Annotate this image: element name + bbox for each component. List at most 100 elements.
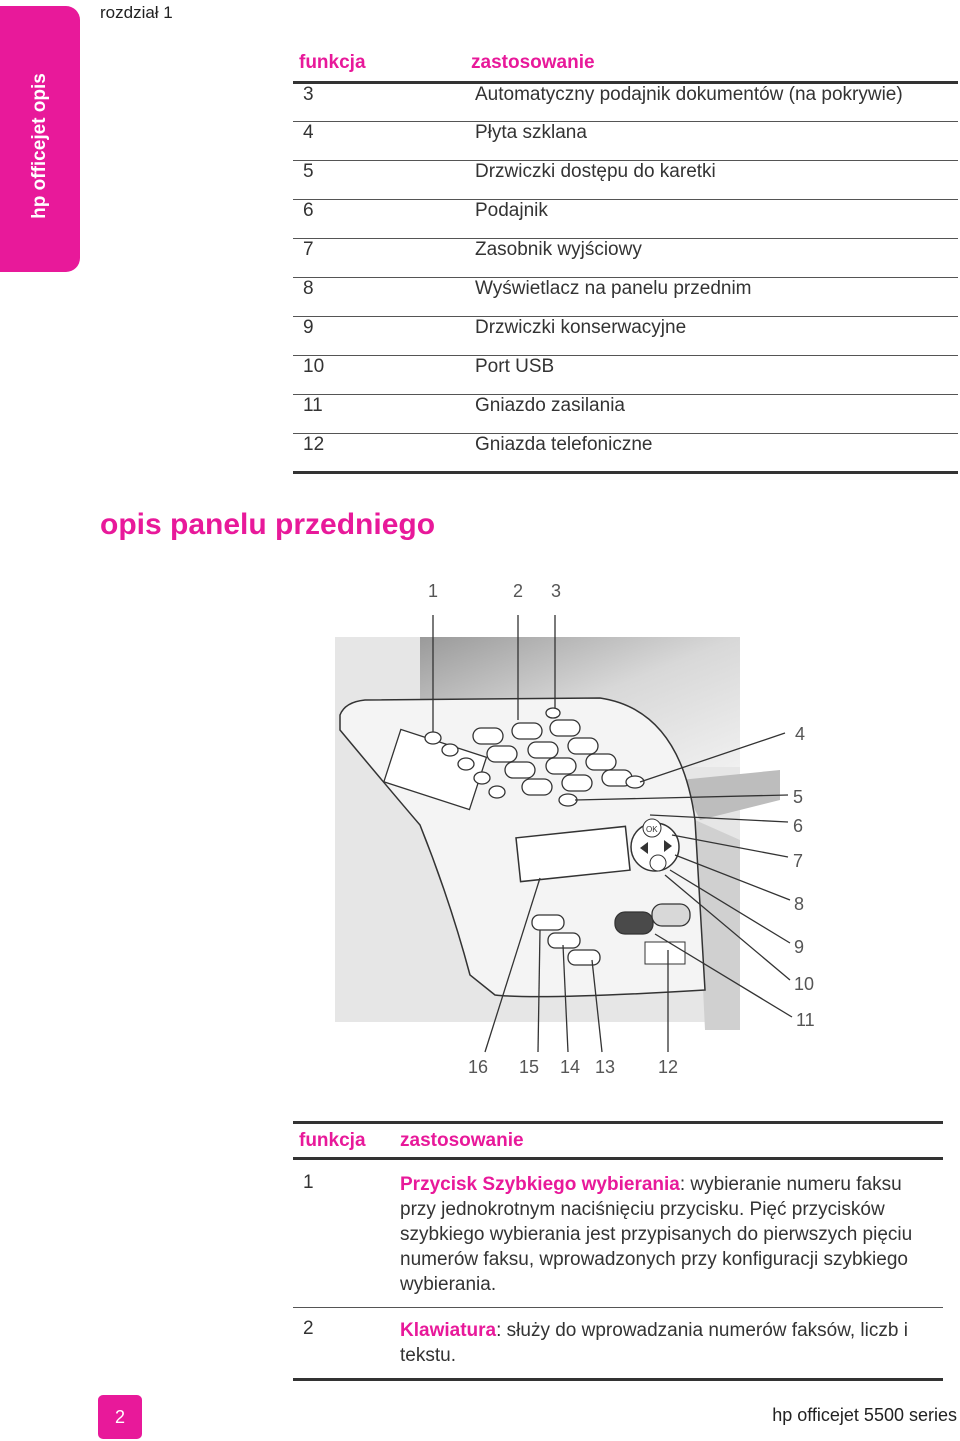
copy-button[interactable]: [567, 949, 601, 966]
keypad-key[interactable]: [545, 757, 577, 775]
callout-6: 6: [793, 816, 803, 836]
leader-line-10: [664, 874, 791, 981]
keypad-key[interactable]: [504, 761, 536, 779]
row-number: 10: [303, 355, 325, 377]
menu-button[interactable]: [558, 793, 578, 807]
callout-16: 16: [468, 1057, 488, 1077]
row-number: 12: [303, 433, 325, 455]
table-header-row: funkcja zastosowanie: [293, 1122, 943, 1159]
table-row: 10 Port USB: [293, 355, 958, 394]
section-title: opis panelu przedniego: [100, 508, 436, 541]
page-number: 2: [98, 1395, 142, 1439]
row-description: Port USB: [475, 355, 555, 377]
speed-dial-button[interactable]: [424, 731, 442, 745]
callout-11: 11: [796, 1010, 815, 1030]
row-description: Automatyczny podajnik dokumentów (na pok…: [475, 83, 903, 105]
row-number: 3: [303, 83, 314, 105]
callout-12: 12: [658, 1057, 678, 1077]
row-description: Gniazdo zasilania: [475, 394, 625, 416]
ok-button[interactable]: [642, 818, 662, 838]
keypad-key[interactable]: [472, 727, 504, 745]
keypad-key[interactable]: [567, 737, 599, 755]
table-row: 12 Gniazda telefoniczne: [293, 433, 958, 472]
row-term: Klawiatura: [400, 1320, 497, 1341]
header-zastosowanie: zastosowanie: [471, 52, 595, 74]
front-panel-diagram: OK 1 2 3 4 5 6 7 8 9 10 11 16: [335, 581, 815, 1077]
row-term: Przycisk Szybkiego wybierania: [400, 1174, 680, 1195]
keypad-key[interactable]: [521, 778, 553, 796]
left-arrow-icon[interactable]: [640, 842, 648, 854]
callout-10: 10: [794, 974, 814, 994]
leader-line-11: [654, 933, 793, 1018]
start-color-button[interactable]: [651, 903, 691, 927]
header-zastosowanie: zastosowanie: [400, 1129, 524, 1151]
speed-dial-button[interactable]: [457, 757, 475, 771]
fax-button[interactable]: [531, 914, 565, 931]
table-row: 3 Automatyczny podajnik dokumentów (na po…: [293, 82, 958, 121]
row-number: 4: [303, 121, 314, 143]
table-header-row: funkcja zastosowanie: [293, 46, 958, 82]
callout-3: 3: [551, 581, 561, 601]
setup-button[interactable]: [545, 707, 561, 719]
leader-line-13: [591, 959, 603, 1053]
leader-line-5: [574, 794, 789, 801]
start-black-button[interactable]: [614, 911, 654, 935]
row-description: Wyświetlacz na panelu przednim: [475, 277, 752, 299]
right-arrow-icon[interactable]: [664, 840, 672, 852]
scan-button[interactable]: [547, 932, 581, 949]
nav-cluster: OK: [630, 818, 680, 872]
header-funkcja: funkcja: [299, 1129, 366, 1151]
panel-display: [515, 825, 631, 883]
table-row: 2 Klawiatura: służy do wprowadzania nume…: [293, 1308, 943, 1380]
row-text: : wybieranie numeru faksu przy jednokrot…: [400, 1174, 913, 1295]
side-tab: hp officejet opis: [0, 6, 80, 272]
row-description: Gniazda telefoniczne: [475, 433, 653, 455]
leader-line-8: [674, 854, 791, 901]
leader-line-16: [484, 877, 541, 1053]
speed-dial-button[interactable]: [488, 785, 506, 799]
panel-table: funkcja zastosowanie 1 Przycisk Szybkieg…: [293, 1121, 943, 1381]
footer-product: hp officejet 5500 series: [772, 1405, 957, 1425]
row-number: 2: [303, 1318, 314, 1339]
table-row: 1 Przycisk Szybkiego wybierania: wybiera…: [293, 1159, 943, 1308]
keypad-key[interactable]: [527, 741, 559, 759]
row-number: 6: [303, 199, 314, 221]
keypad-key[interactable]: [486, 745, 518, 763]
row-description: Przycisk Szybkiego wybierania: wybierani…: [394, 1159, 943, 1308]
callout-4: 4: [795, 724, 805, 744]
right-side-panel: [680, 770, 780, 820]
row-number: 1: [303, 1172, 314, 1193]
header-funkcja: funkcja: [299, 52, 366, 74]
speed-dial-buttons: [424, 707, 645, 807]
side-tab-label: hp officejet opis: [29, 73, 50, 219]
leader-line-9: [669, 869, 791, 944]
keypad-key[interactable]: [585, 753, 617, 771]
power-button[interactable]: [649, 854, 667, 872]
callout-1: 1: [428, 581, 438, 601]
callout-14: 14: [560, 1057, 580, 1077]
row-description: Drzwiczki dostępu do karetki: [475, 160, 716, 182]
callout-7: 7: [793, 851, 803, 871]
callout-2: 2: [513, 581, 523, 601]
row-number: 8: [303, 277, 314, 299]
leader-line-7: [671, 834, 789, 858]
row-description: Klawiatura: służy do wprowadzania numeró…: [394, 1308, 943, 1380]
callout-15: 15: [519, 1057, 539, 1077]
keypad-key[interactable]: [549, 719, 581, 737]
keypad-key[interactable]: [561, 774, 593, 792]
ok-label: OK: [646, 825, 658, 834]
row-number: 9: [303, 316, 314, 338]
callout-5: 5: [793, 787, 803, 807]
parts-table: funkcja zastosowanie 3 Automatyczny podaj…: [293, 46, 958, 474]
speed-dial-button[interactable]: [441, 743, 459, 757]
leader-line-14: [562, 944, 569, 1053]
keypad-key[interactable]: [511, 722, 543, 740]
row-text: : służy do wprowadzania numerów faksów, …: [400, 1320, 908, 1366]
leader-line-4: [639, 732, 786, 783]
cancel-button[interactable]: [625, 775, 645, 789]
speed-dial-button[interactable]: [473, 771, 491, 785]
